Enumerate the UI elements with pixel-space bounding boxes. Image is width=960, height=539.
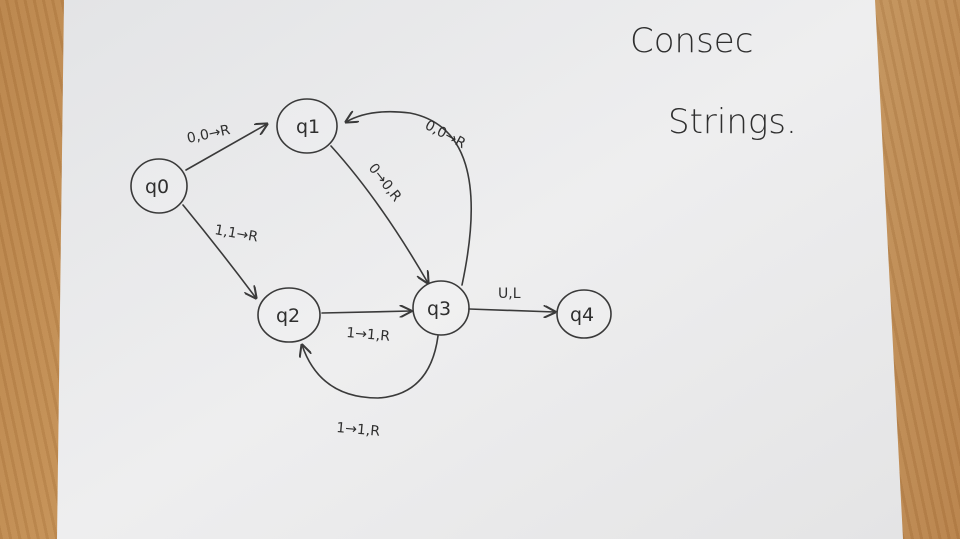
edge-q2-q3 xyxy=(321,311,411,313)
state-q4-circle xyxy=(556,289,612,339)
edge-q3-q4-label: U,L xyxy=(498,286,521,302)
state-q0-label: q0 xyxy=(145,176,169,198)
edge-q3-q2 xyxy=(302,335,439,399)
state-q2: q2 xyxy=(257,287,321,343)
edge-q3-q1 xyxy=(346,112,473,286)
edge-q0-q2 xyxy=(182,204,256,298)
state-q4: q4 xyxy=(556,289,612,339)
state-q4-label: q4 xyxy=(570,304,594,326)
state-q3-label: q3 xyxy=(427,298,451,320)
state-q0: q0 xyxy=(130,158,188,214)
state-q3-circle xyxy=(412,280,470,336)
state-q2-circle xyxy=(257,287,321,343)
title-line-2: Strings. xyxy=(668,102,797,142)
edge-q1-q3 xyxy=(330,145,428,283)
state-q1-circle xyxy=(276,98,338,154)
edge-q3-q2-label: 1→1,R xyxy=(336,420,381,440)
edge-q3-q4 xyxy=(468,309,555,312)
edge-q0-q1 xyxy=(185,124,267,171)
edge-q2-q3-label: 1→1,R xyxy=(346,325,391,345)
state-q1-label: q1 xyxy=(296,116,320,138)
state-q3: q3 xyxy=(412,280,470,336)
edge-q0-q2-label: 1,1→R xyxy=(213,222,259,245)
title-line-1: Consec xyxy=(630,21,753,61)
paper-surface xyxy=(57,0,903,539)
state-q2-label: q2 xyxy=(276,305,300,327)
state-q1: q1 xyxy=(276,98,338,154)
state-q0-circle xyxy=(130,158,188,214)
